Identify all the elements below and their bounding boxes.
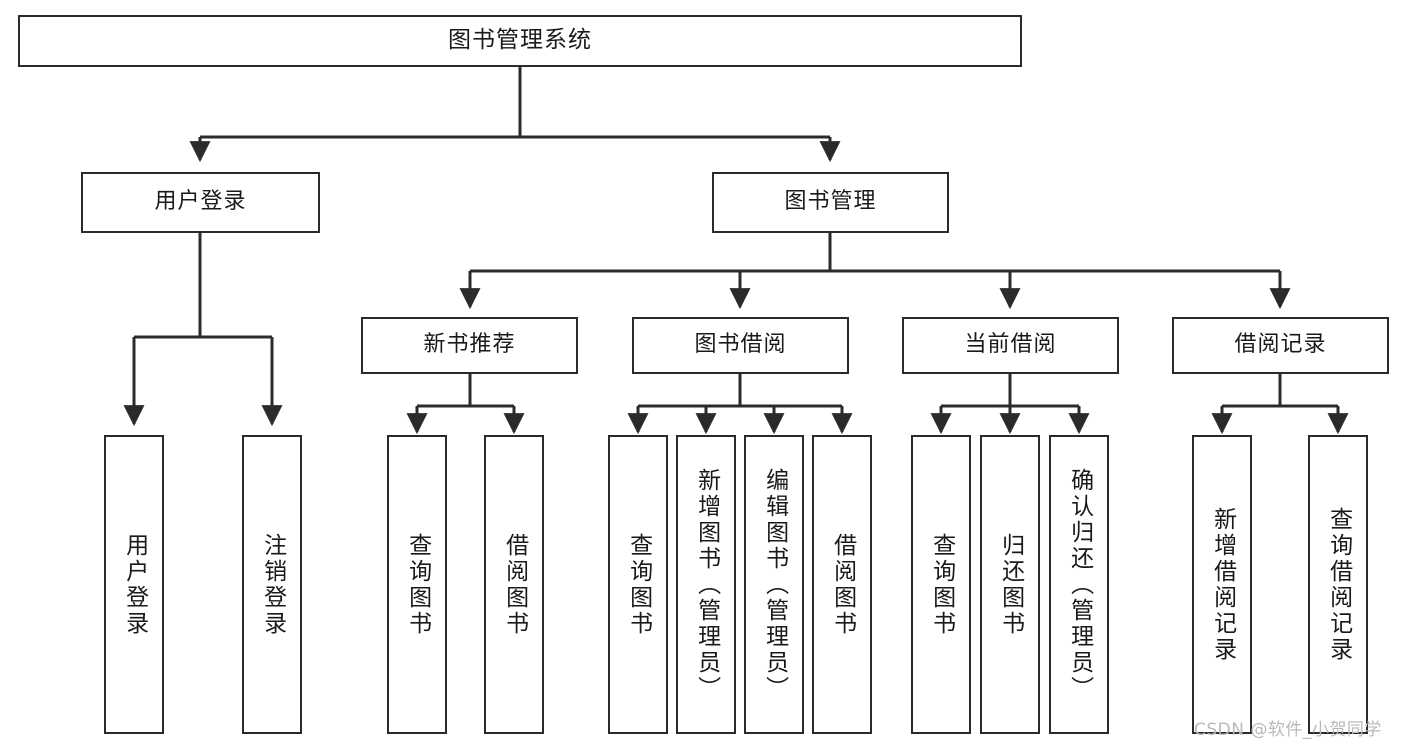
node-book-borrow-label: 图书借阅 [694, 332, 787, 358]
node-book-manage[interactable]: 图书管理 [712, 172, 949, 233]
node-user-login[interactable]: 用户登录 [81, 172, 320, 233]
leaf-return-book[interactable]: 归还图书 [980, 435, 1040, 734]
csdn-watermark: CSDN @软件_小贺同学 [1194, 720, 1382, 740]
leaf-borrow-book-recommend-label: 借阅图书 [501, 532, 528, 637]
leaf-logout[interactable]: 注销登录 [242, 435, 302, 734]
node-current-borrow-label: 当前借阅 [964, 332, 1057, 358]
leaf-query-book-borrow[interactable]: 查询图书 [608, 435, 668, 734]
leaf-query-book-recommend[interactable]: 查询图书 [387, 435, 447, 734]
leaf-confirm-return-label: 确认归还（管理员） [1066, 467, 1093, 702]
node-new-book-recommend[interactable]: 新书推荐 [361, 317, 578, 374]
node-root[interactable]: 图书管理系统 [18, 15, 1022, 67]
leaf-query-book-recommend-label: 查询图书 [404, 532, 431, 637]
leaf-user-login-label: 用户登录 [121, 532, 148, 637]
node-borrow-record-label: 借阅记录 [1234, 332, 1327, 358]
node-current-borrow[interactable]: 当前借阅 [902, 317, 1119, 374]
node-book-borrow[interactable]: 图书借阅 [632, 317, 849, 374]
node-borrow-record[interactable]: 借阅记录 [1172, 317, 1389, 374]
leaf-borrow-book-recommend[interactable]: 借阅图书 [484, 435, 544, 734]
leaf-confirm-return[interactable]: 确认归还（管理员） [1049, 435, 1109, 734]
node-user-login-label: 用户登录 [154, 189, 247, 215]
leaf-return-book-label: 归还图书 [997, 532, 1024, 637]
leaf-query-book-borrow-label: 查询图书 [625, 532, 652, 637]
leaf-query-borrow-record-label: 查询借阅记录 [1325, 506, 1352, 663]
leaf-user-login[interactable]: 用户登录 [104, 435, 164, 734]
leaf-edit-book[interactable]: 编辑图书（管理员） [744, 435, 804, 734]
leaf-query-borrow-record[interactable]: 查询借阅记录 [1308, 435, 1368, 734]
leaf-borrow-book-label: 借阅图书 [829, 532, 856, 637]
node-book-manage-label: 图书管理 [784, 189, 877, 215]
leaf-borrow-book[interactable]: 借阅图书 [812, 435, 872, 734]
leaf-query-book-current[interactable]: 查询图书 [911, 435, 971, 734]
node-new-book-recommend-label: 新书推荐 [423, 332, 516, 358]
node-root-label: 图书管理系统 [448, 27, 592, 54]
leaf-logout-label: 注销登录 [259, 532, 286, 637]
leaf-add-borrow-record-label: 新增借阅记录 [1209, 506, 1236, 663]
leaf-add-book[interactable]: 新增图书（管理员） [676, 435, 736, 734]
leaf-add-borrow-record[interactable]: 新增借阅记录 [1192, 435, 1252, 734]
leaf-query-book-current-label: 查询图书 [928, 532, 955, 637]
leaf-add-book-label: 新增图书（管理员） [693, 467, 720, 702]
leaf-edit-book-label: 编辑图书（管理员） [761, 467, 788, 702]
